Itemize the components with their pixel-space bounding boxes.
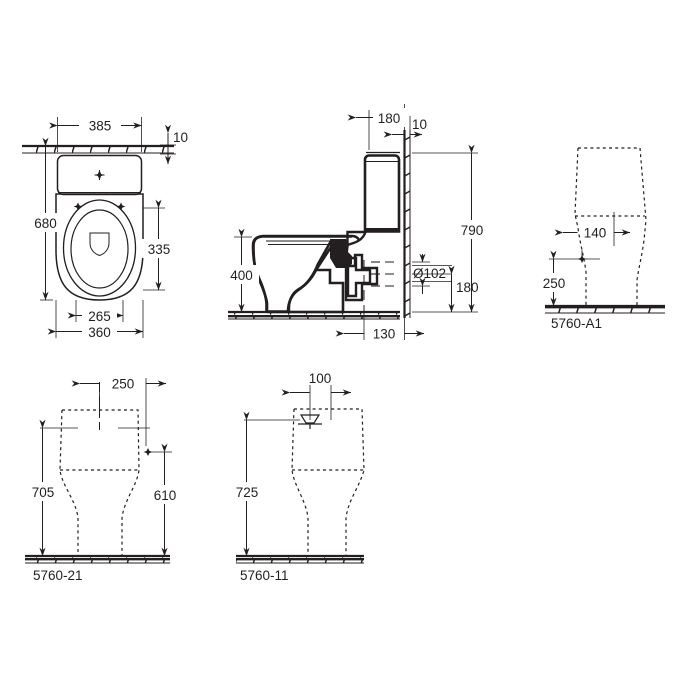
side-cistern [363,151,401,233]
dim-400: 400 [225,228,259,313]
dim-680-text: 680 [34,216,57,231]
dim-385-text: 385 [89,119,112,134]
dim-725: 725 [230,411,264,557]
side-flush-passage-section [330,239,352,268]
side-rim-contour [263,234,361,241]
dim-360-text: 360 [88,325,111,340]
dim-265: 265 [67,306,124,325]
view-5760-11: 100 725 5760-11 [230,371,365,583]
plan-bowl-rim-inner [70,209,129,289]
dim-140: 140 [554,226,631,241]
dim-d102: Ø102 [412,253,452,294]
dim-100: 100 [281,371,352,396]
dim-10-side: 10 [383,117,427,138]
dim-10-plan: 10 [164,124,188,165]
dim-180-lower: 180 [448,265,479,313]
dim-610: 610 [148,443,182,557]
dim-250-v21-text: 250 [112,377,135,392]
dim-100-text: 100 [309,371,332,386]
side-wall [403,130,411,318]
a1-floor-band [545,304,665,314]
a1-extension-lines [549,212,615,260]
plan-seat-ring-outer [62,199,137,297]
dim-250-v21: 250 [71,377,167,392]
side-outlet-centerlines [371,261,399,287]
label-5760-a1: 5760-A1 [551,316,602,331]
v21-silhouette [59,409,140,556]
plan-wall-band [22,144,174,154]
dim-d102-text: Ø102 [413,266,446,281]
plan-flush-outlet-symbol [89,232,110,257]
plan-bowl-outline [55,193,144,301]
plan-fixing-mark-left [73,202,83,211]
v11-inlet-valve-symbol [298,414,322,429]
dim-130-text: 130 [373,327,396,342]
dim-10-side-text: 10 [412,117,427,132]
view-5760-21: 250 705 610 5760-21 [25,377,182,583]
side-seat-lines [266,240,340,246]
v11-silhouette [291,408,365,556]
side-view: 180 10 790 400 Ø102 [225,104,489,342]
dim-335: 335 [142,199,176,291]
v21-floor-band [25,554,170,564]
label-5760-21: 5760-21 [33,568,83,583]
dim-130: 130 [335,327,425,342]
dim-250-a1: 250 [537,250,571,307]
dim-705: 705 [26,419,60,557]
dim-180-lower-text: 180 [456,280,479,295]
plan-cistern-center-mark [94,170,105,180]
dim-180-top: 180 [347,108,407,127]
dim-705-text: 705 [32,485,55,500]
dim-180-top-text: 180 [378,111,401,126]
label-5760-11: 5760-11 [240,568,289,583]
dim-265-text: 265 [88,309,111,324]
dim-335-text: 335 [148,242,171,257]
plan-fixing-mark-right [116,202,126,211]
dim-140-text: 140 [584,226,607,241]
dim-725-text: 725 [236,485,259,500]
v21-extension-lines [40,378,172,453]
dim-10-plan-text: 10 [173,130,188,145]
dim-610-text: 610 [154,488,177,503]
dim-790: 790 [455,144,489,313]
dim-790-text: 790 [461,223,484,238]
dim-400-text: 400 [230,268,253,283]
dim-680: 680 [29,137,63,301]
dim-360: 360 [47,322,144,341]
dim-250-a1-text: 250 [543,276,566,291]
side-outlet-horn [344,253,379,302]
plan-view: 385 10 680 335 265 360 [22,116,188,341]
view-5760-a1: 140 250 5760-A1 [537,147,665,331]
dim-385: 385 [49,116,142,134]
a1-silhouette [574,147,647,306]
v11-extension-lines [244,385,332,421]
v11-floor-band [236,554,364,564]
